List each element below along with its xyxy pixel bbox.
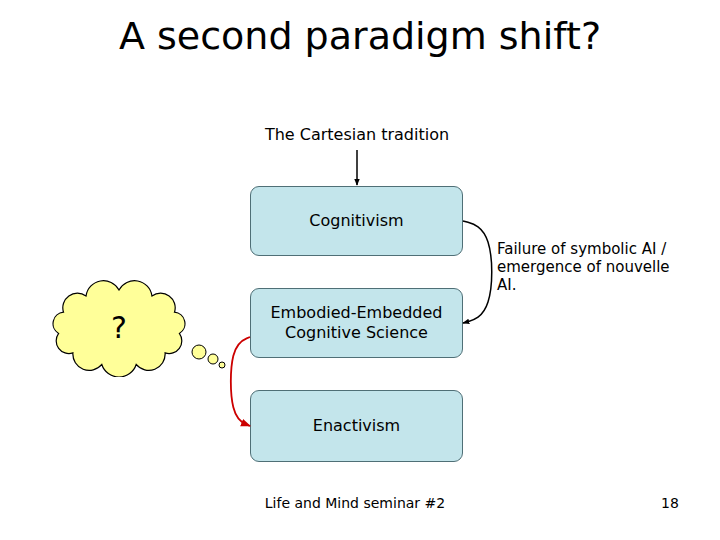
thought-cloud: ?	[46, 279, 192, 377]
connector-arrow	[231, 337, 250, 426]
thought-bubble	[208, 354, 218, 364]
source-label: The Cartesian tradition	[237, 125, 477, 144]
node-label: Cognitivism	[299, 211, 413, 231]
footer-text: Life and Mind seminar #2	[205, 495, 505, 512]
edge-label: Failure of symbolic AI / emergence of no…	[497, 240, 672, 294]
thought-bubble	[192, 345, 206, 359]
page-number: 18	[645, 495, 695, 512]
tradition-arrow	[356, 150, 358, 185]
cloud-shape	[53, 281, 185, 377]
node-label: Embodied-Embedded Cognitive Science	[251, 303, 462, 343]
paradigm-box: Enactivism	[250, 390, 463, 462]
paradigm-box: Cognitivism	[250, 186, 463, 256]
connector-arrow	[463, 221, 492, 323]
thought-bubble	[219, 362, 225, 368]
slide-title: A second paradigm shift?	[0, 14, 720, 60]
node-label: Enactivism	[303, 416, 410, 436]
cloud-symbol: ?	[101, 309, 137, 347]
paradigm-box: Embodied-Embedded Cognitive Science	[250, 288, 463, 358]
